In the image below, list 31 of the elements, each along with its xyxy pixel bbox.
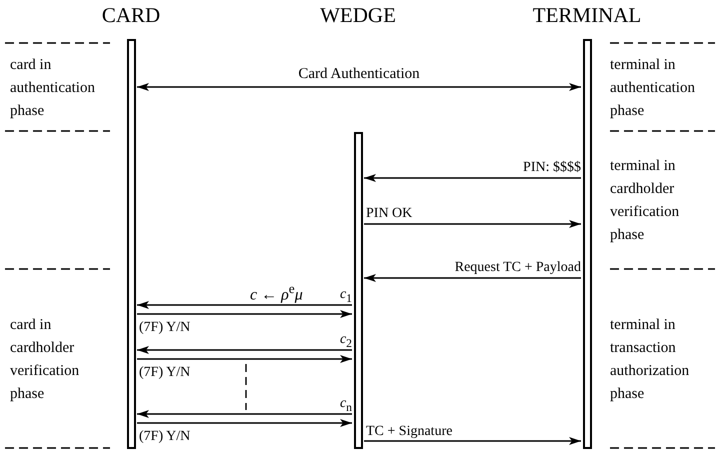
message-arrow bbox=[137, 346, 352, 354]
lifeline-title: WEDGE bbox=[320, 3, 396, 28]
message-arrow bbox=[364, 220, 581, 228]
lifeline-title: CARD bbox=[102, 3, 160, 28]
message-arrow bbox=[137, 419, 352, 427]
phase-note: terminal in cardholder verification phase bbox=[610, 157, 680, 245]
message-label: PIN: $$$$ bbox=[523, 160, 581, 176]
message-arrow bbox=[137, 301, 352, 309]
phase-note: card in authentication phase bbox=[10, 56, 96, 121]
message-label: TC + Signature bbox=[366, 424, 452, 440]
message-arrow bbox=[137, 410, 352, 418]
message-label: c$_{2}$ bbox=[340, 332, 352, 352]
message-label: Card Authentication bbox=[298, 66, 420, 82]
message-arrow bbox=[364, 437, 581, 445]
phase-note: card in cardholder verification phase bbox=[10, 316, 80, 404]
message-label: (7F) Y/N bbox=[139, 429, 190, 445]
message-label: (7F) Y/N bbox=[139, 320, 190, 336]
lifeline-title: TERMINAL bbox=[532, 3, 642, 28]
message-label: c$_{n}$ bbox=[340, 396, 352, 416]
formula: c ← ρ$^{e}$μ bbox=[250, 281, 303, 304]
message-arrow bbox=[137, 310, 352, 318]
phase-note: terminal in transaction authorization phase bbox=[610, 316, 690, 404]
message-label: Request TC + Payload bbox=[454, 260, 581, 276]
message-arrow bbox=[137, 355, 352, 363]
message-label: PIN OK bbox=[366, 206, 412, 222]
message-arrow bbox=[137, 83, 581, 91]
message-label: (7F) Y/N bbox=[139, 365, 190, 381]
message-arrow bbox=[364, 274, 581, 282]
message-label: c$_{1}$ bbox=[340, 287, 352, 307]
phase-note: terminal in authentication phase bbox=[610, 56, 696, 121]
message-arrow bbox=[364, 174, 581, 182]
